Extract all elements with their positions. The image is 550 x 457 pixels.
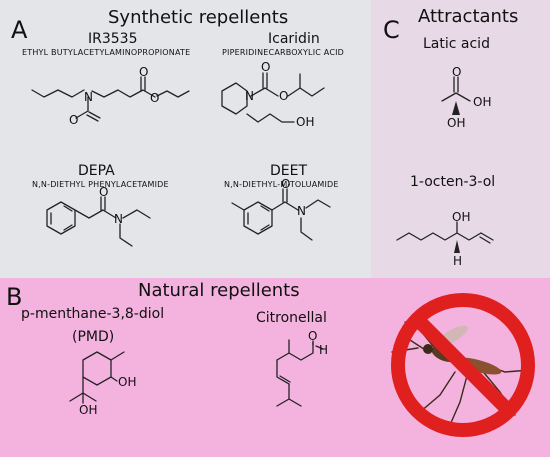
atom-oh-lactic: OH bbox=[447, 116, 465, 130]
atom-n-deet: N bbox=[297, 204, 306, 218]
atom-h-citronellal: H bbox=[319, 343, 328, 357]
atom-oh-icaridin: OH bbox=[296, 115, 314, 129]
atom-h-octenol: H bbox=[453, 254, 462, 268]
compound-full-depa: N,N-DIETHYL PHENYLACETAMIDE bbox=[32, 180, 169, 189]
atom-n-ir3535: N bbox=[84, 90, 93, 104]
wedge-bond-octenol bbox=[454, 240, 460, 253]
structure-citronellal bbox=[276, 339, 324, 407]
panel-synthetic-repellents bbox=[0, 0, 371, 278]
compound-name-citronellal: Citronellal bbox=[256, 310, 327, 326]
panel-natural-repellents bbox=[0, 278, 371, 457]
panel-title-natural: Natural repellents bbox=[138, 280, 300, 301]
compound-full-icaridin: PIPERIDINECARBOXYLIC ACID bbox=[222, 48, 345, 57]
atom-oh-pmd: OH bbox=[79, 403, 97, 417]
atom-o-depa: O bbox=[99, 185, 108, 199]
compound-name-ir3535: IR3535 bbox=[88, 31, 138, 47]
atom-n-icaridin: N bbox=[245, 89, 254, 103]
atom-o-lactic: O bbox=[452, 65, 461, 79]
compound-name-depa: DEPA bbox=[78, 163, 115, 179]
atom-o-ir3535-carbonyl: O bbox=[139, 65, 148, 79]
structure-deet bbox=[231, 188, 331, 241]
compound-full-ir3535: ETHYL BUTYLACETYLAMINOPROPIONATE bbox=[22, 48, 191, 57]
structure-ir3535 bbox=[31, 76, 190, 122]
panel-letter-a: A bbox=[11, 16, 28, 44]
atom-o-citronellal: O bbox=[308, 329, 317, 343]
wedge-bond-lactic bbox=[452, 101, 460, 115]
panel-letter-c: C bbox=[383, 16, 400, 44]
panel-title-synthetic: Synthetic repellents bbox=[108, 7, 289, 28]
prohibition-sign-icon bbox=[391, 293, 535, 437]
structure-depa bbox=[46, 196, 151, 247]
structure-icaridin bbox=[221, 72, 325, 123]
atom-o-deet: O bbox=[281, 177, 290, 191]
atom-oh-lactic-acid: OH bbox=[473, 95, 491, 109]
panel-title-attractants: Attractants bbox=[418, 6, 519, 27]
compound-abbr-pmd: (PMD) bbox=[72, 329, 115, 345]
atom-oh-pmd-ring: OH bbox=[118, 375, 136, 389]
atom-o-icaridin-carbonyl: O bbox=[261, 60, 270, 74]
panel-letter-b: B bbox=[6, 283, 23, 311]
atom-o-icaridin-ester: O bbox=[279, 89, 288, 103]
atom-o-ir3535-ester: O bbox=[150, 91, 159, 105]
atom-o-ir3535-acetyl: O bbox=[69, 113, 78, 127]
compound-name-pmd: p-menthane-3,8-diol bbox=[21, 306, 165, 322]
structure-octenol bbox=[396, 221, 494, 244]
atom-n-depa: N bbox=[114, 212, 123, 226]
compound-name-octenol: 1-octen-3-ol bbox=[410, 174, 496, 190]
structure-pmd bbox=[69, 351, 125, 404]
compound-full-deet: N,N-DIETHYL-M-TOLUAMIDE bbox=[224, 180, 339, 189]
compound-name-deet: DEET bbox=[270, 163, 308, 179]
compound-name-icaridin: Icaridin bbox=[268, 31, 320, 47]
atom-oh-octenol: OH bbox=[452, 210, 470, 224]
panel-attractants bbox=[371, 0, 550, 278]
compound-name-lactic-acid: Latic acid bbox=[423, 36, 490, 52]
structure-lactic-acid bbox=[441, 76, 471, 102]
